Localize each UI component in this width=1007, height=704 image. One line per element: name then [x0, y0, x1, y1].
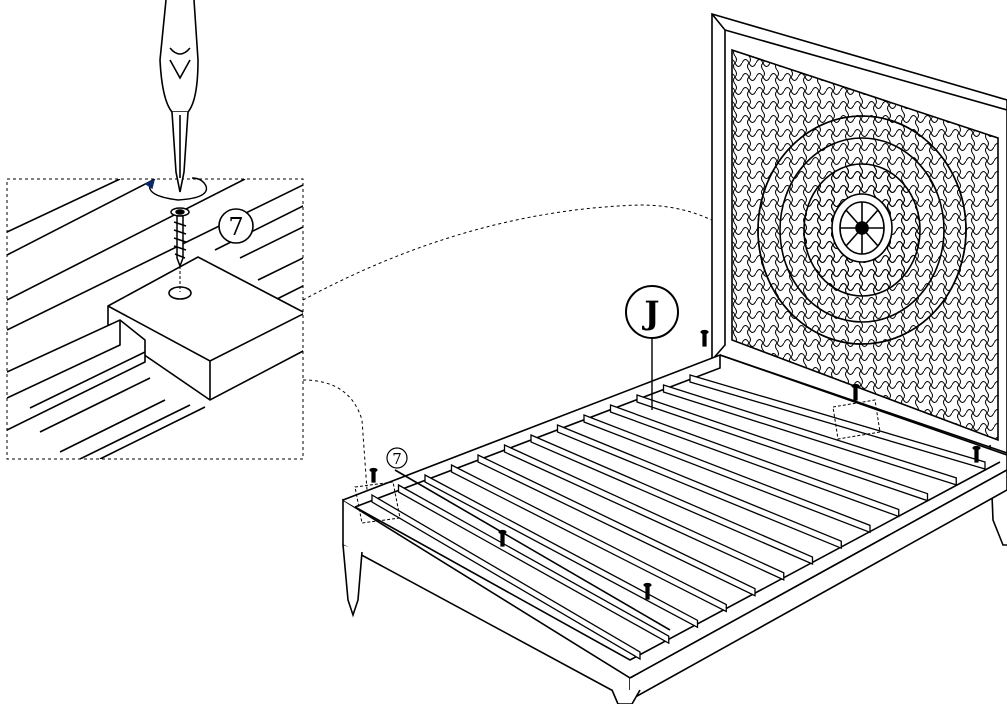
- screw-icon: [972, 445, 981, 463]
- screw-number-small: 7: [392, 450, 402, 468]
- rotation-arrow-icon: [144, 177, 208, 201]
- slat: [556, 424, 842, 550]
- screw-icon: [700, 329, 709, 347]
- slat: [424, 473, 699, 629]
- detail-marker-boxes: [354, 399, 881, 524]
- part-letter: J: [641, 294, 659, 332]
- slat: [609, 404, 900, 518]
- slat: [503, 443, 785, 581]
- leg-front-left: [342, 544, 363, 618]
- screwdriver-icon: [159, 0, 199, 193]
- leg-front-right: [611, 689, 641, 704]
- slat: [689, 374, 986, 470]
- screw-icon: [170, 207, 190, 269]
- slats-group: [371, 374, 986, 661]
- slat: [371, 493, 641, 661]
- slat: [530, 434, 814, 565]
- slat: [450, 463, 727, 613]
- bed-screws: [369, 329, 981, 600]
- screw-callout-small: 7: [386, 447, 408, 469]
- part-callout-j: J: [625, 285, 679, 410]
- screw-icon: [643, 582, 652, 600]
- slat: [477, 453, 756, 597]
- screw-callout-detail: 7: [218, 208, 254, 244]
- slat: [636, 394, 929, 502]
- medallion-icon: [757, 115, 967, 345]
- side-rail-right-top: [719, 354, 1007, 454]
- slat: [583, 414, 871, 534]
- slat: [662, 384, 957, 486]
- screw-icon: [851, 383, 860, 401]
- screw-icon: [369, 467, 378, 483]
- bed-frame: [342, 12, 1007, 704]
- detail-zoom-box: [6, 178, 304, 460]
- foot-rail: [342, 498, 631, 702]
- screw-icon: [498, 529, 507, 547]
- screw-number-detail: 7: [228, 213, 243, 241]
- slat: [397, 483, 670, 645]
